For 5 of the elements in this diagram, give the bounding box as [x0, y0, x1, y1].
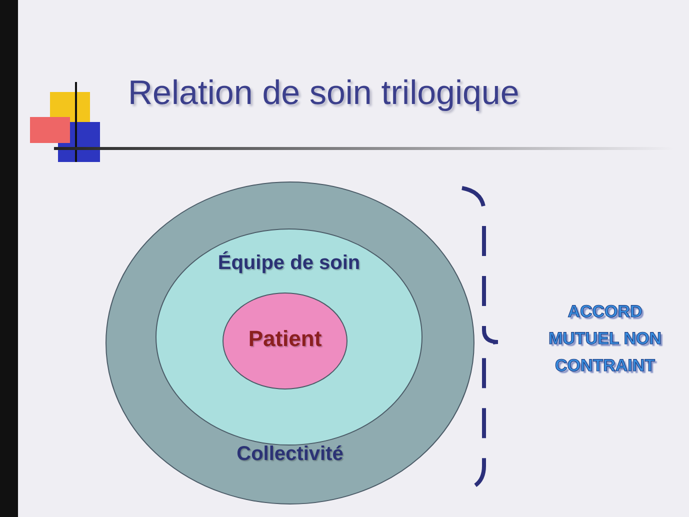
note-text: ACCORD MUTUEL NON CONTRAINT	[547, 301, 662, 377]
node-label: Collectivité	[236, 443, 344, 466]
title: Relation de soin trilogique	[128, 74, 520, 113]
node-label: Patient	[247, 326, 323, 352]
node-label: Équipe de soin	[216, 252, 362, 275]
